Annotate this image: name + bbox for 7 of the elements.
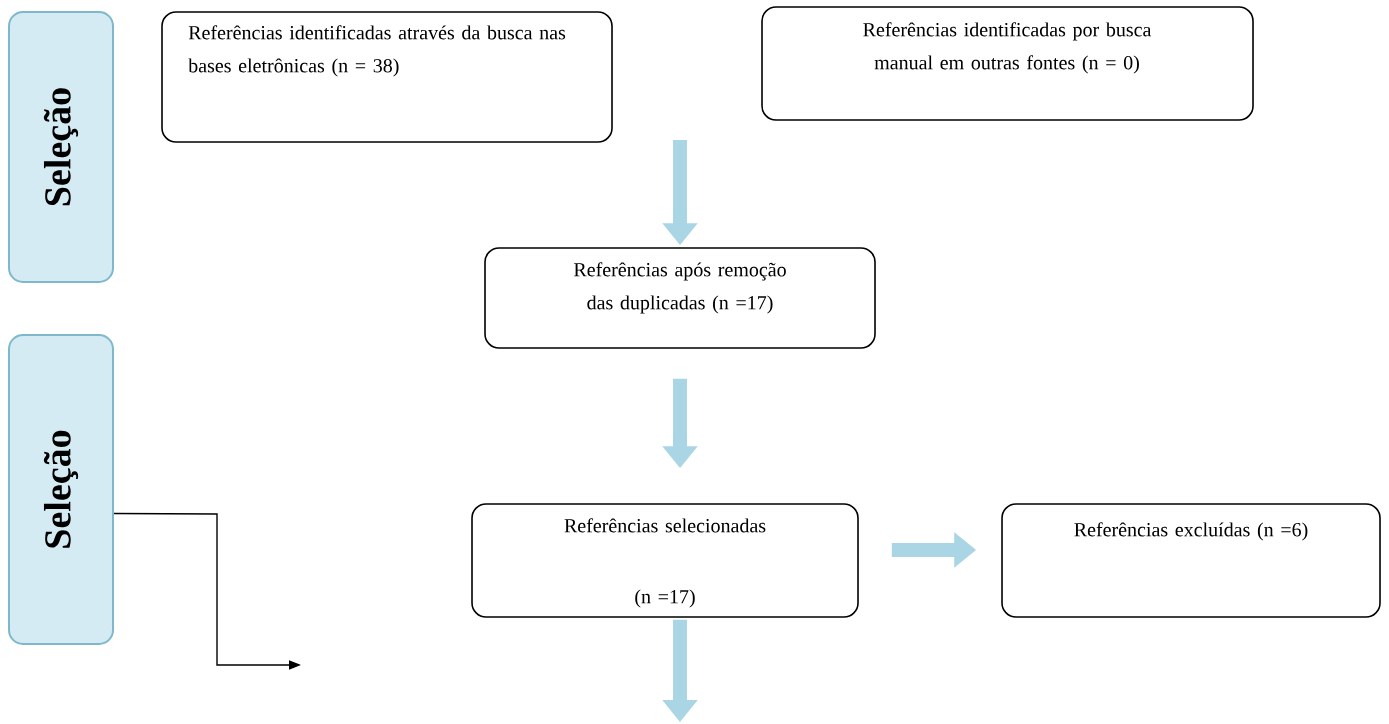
process-box: Referências excluídas (n =6) xyxy=(1001,503,1381,618)
process-box: Referências após remoção das duplicadas (n =17) xyxy=(484,247,876,349)
process-box: Referências identificadas através da busca nas bases eletrônicas (n = 38) xyxy=(161,11,613,143)
side-band: Seleção xyxy=(8,334,114,645)
side-band: Seleção xyxy=(8,11,114,283)
process-box: Referências identificadas por busca manual em outras fontes (n = 0) xyxy=(761,6,1254,121)
process-box: Referências selecionadas (n =17) xyxy=(471,503,859,618)
